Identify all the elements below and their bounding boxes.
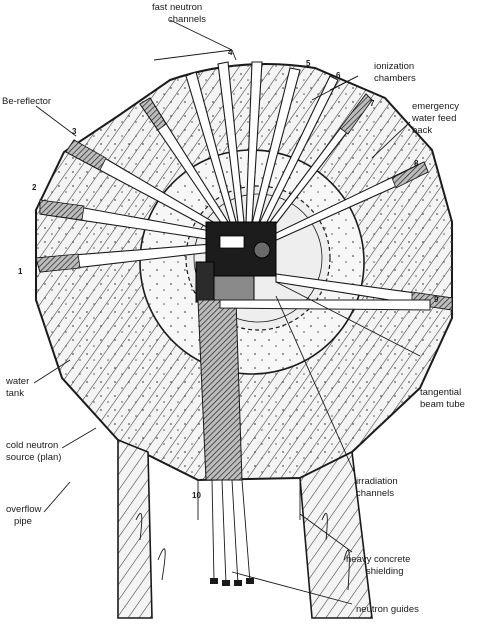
labels: fast neutron channels ionization chamber… (2, 2, 465, 615)
label-heavy-concrete-shielding-2: shielding (366, 566, 404, 577)
channel-number-1: 1 (18, 267, 23, 276)
channel-number-5: 5 (306, 59, 311, 68)
channel-number-9: 9 (434, 295, 439, 304)
label-tangential-beam-tube: tangential (420, 387, 461, 398)
label-irradiation-channels-2: channels (356, 488, 394, 499)
label-be-reflector: Be-reflector (2, 96, 51, 107)
label-heavy-concrete-shielding: heavy concrete (346, 554, 410, 565)
label-cold-neutron-source: cold neutron (6, 440, 58, 451)
channel-number-4: 4 (228, 48, 233, 57)
label-cold-neutron-source-2: source (plan) (6, 452, 61, 463)
tangential-beam-tube (219, 299, 431, 311)
label-water-tank: water (5, 376, 29, 387)
label-emergency-water-feed-3: back (412, 125, 432, 136)
channel-number-8: 8 (414, 159, 419, 168)
channel-number-6: 6 (336, 71, 341, 80)
channel-number-7: 7 (370, 99, 375, 108)
channel-number-10: 10 (192, 491, 201, 500)
label-fast-neutron-channels: fast neutron (152, 2, 202, 13)
label-neutron-guides: neutron guides (356, 604, 419, 615)
label-emergency-water-feed-2: water feed (411, 113, 456, 124)
label-irradiation-channels: irradiation (356, 476, 398, 487)
label-emergency-water-feed: emergency (412, 101, 459, 112)
beam-channels (35, 61, 453, 311)
channel-numbers: 1 2 3 4 5 6 7 8 9 10 (18, 48, 439, 500)
label-ionization-chambers: ionization (374, 61, 414, 72)
label-fast-neutron-channels-2: channels (168, 14, 206, 25)
label-overflow-pipe: overflow (6, 504, 42, 515)
label-overflow-pipe-2: pipe (14, 516, 32, 527)
label-ionization-chambers-2: chambers (374, 73, 416, 84)
channel-number-3: 3 (72, 127, 77, 136)
label-water-tank-2: tank (6, 388, 24, 399)
label-tangential-beam-tube-2: beam tube (420, 399, 465, 410)
channel-number-2: 2 (32, 183, 37, 192)
leader-lines (33, 19, 421, 605)
reactor-core (195, 221, 277, 303)
